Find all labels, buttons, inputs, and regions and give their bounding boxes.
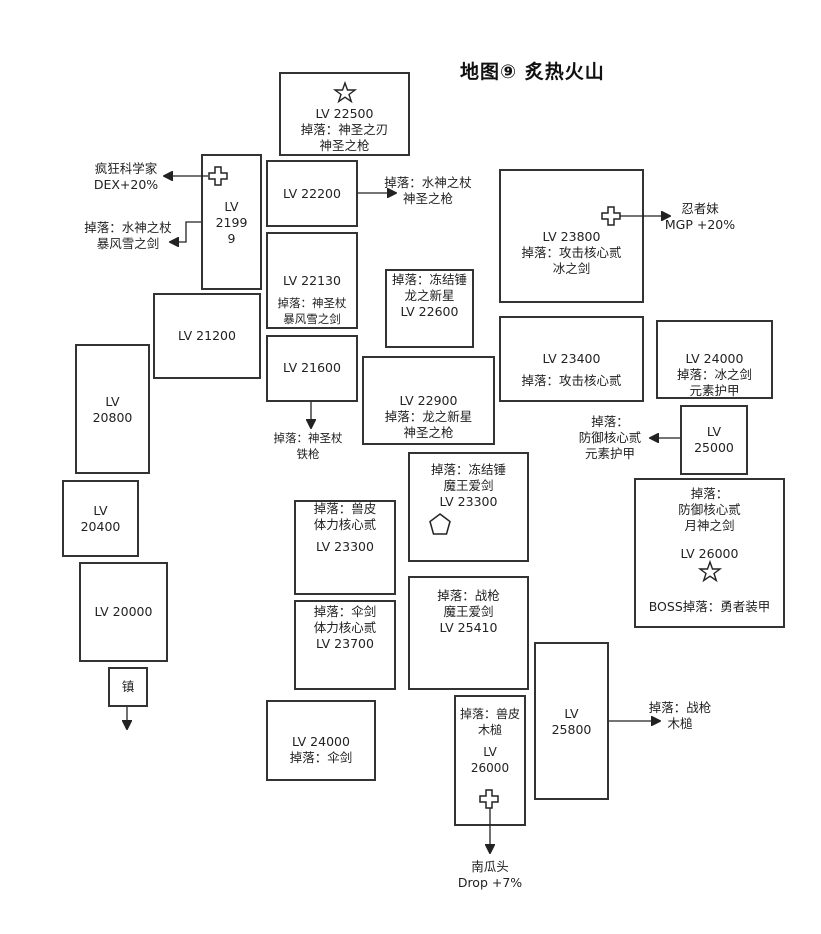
room-22900[interactable] — [362, 356, 495, 445]
room-20000-label: LV 20000 — [94, 604, 153, 619]
room-25800-drop: 掉落：战枪木槌 — [648, 700, 712, 731]
room-23300-pentagon[interactable] — [408, 452, 529, 562]
room-26000-boss-level: LV 26000 — [680, 546, 739, 561]
room-22130[interactable] — [266, 232, 358, 329]
room-22200[interactable] — [266, 160, 358, 227]
room-25000-drop: 掉落：防御核心贰元素护甲 — [578, 414, 642, 461]
room-20800[interactable] — [75, 344, 150, 474]
room-21600[interactable] — [266, 335, 358, 402]
town-box[interactable] — [108, 667, 148, 707]
room-23300-west[interactable] — [294, 500, 396, 595]
room-21200[interactable] — [153, 293, 261, 379]
room-26000-boss-drop: 掉落：防御核心贰月神之剑 — [678, 486, 741, 533]
room-21999-drop: 掉落：水神之杖暴风雪之剑 — [84, 220, 172, 251]
room-21600-label: LV 21600 — [283, 360, 341, 375]
room-20000[interactable] — [79, 562, 168, 662]
room-25800[interactable] — [534, 642, 609, 800]
room-21600-drop: 掉落：神圣杖铁枪 — [273, 431, 343, 461]
room-22200-label: LV 22200 — [283, 186, 341, 201]
room-24000-south[interactable] — [266, 700, 376, 781]
room-26000-boss[interactable] — [634, 478, 785, 628]
town-label: 镇 — [121, 679, 135, 694]
room-23700[interactable] — [294, 600, 396, 690]
room-20400[interactable] — [62, 480, 139, 557]
room-23800[interactable] — [499, 169, 644, 303]
room-25410[interactable] — [408, 576, 529, 690]
room-24000-east[interactable] — [656, 320, 773, 399]
room-22600[interactable] — [385, 269, 474, 348]
map-title: 地图⑨ 炙热火山 — [460, 61, 605, 83]
room-26000-boss-bossdrop: BOSS掉落：勇者装甲 — [648, 599, 771, 614]
room-23400[interactable] — [499, 316, 644, 402]
room-22200-drop: 掉落：水神之杖神圣之枪 — [384, 175, 472, 206]
room-25000[interactable] — [680, 405, 748, 475]
room-21200-label: LV 21200 — [178, 328, 236, 343]
